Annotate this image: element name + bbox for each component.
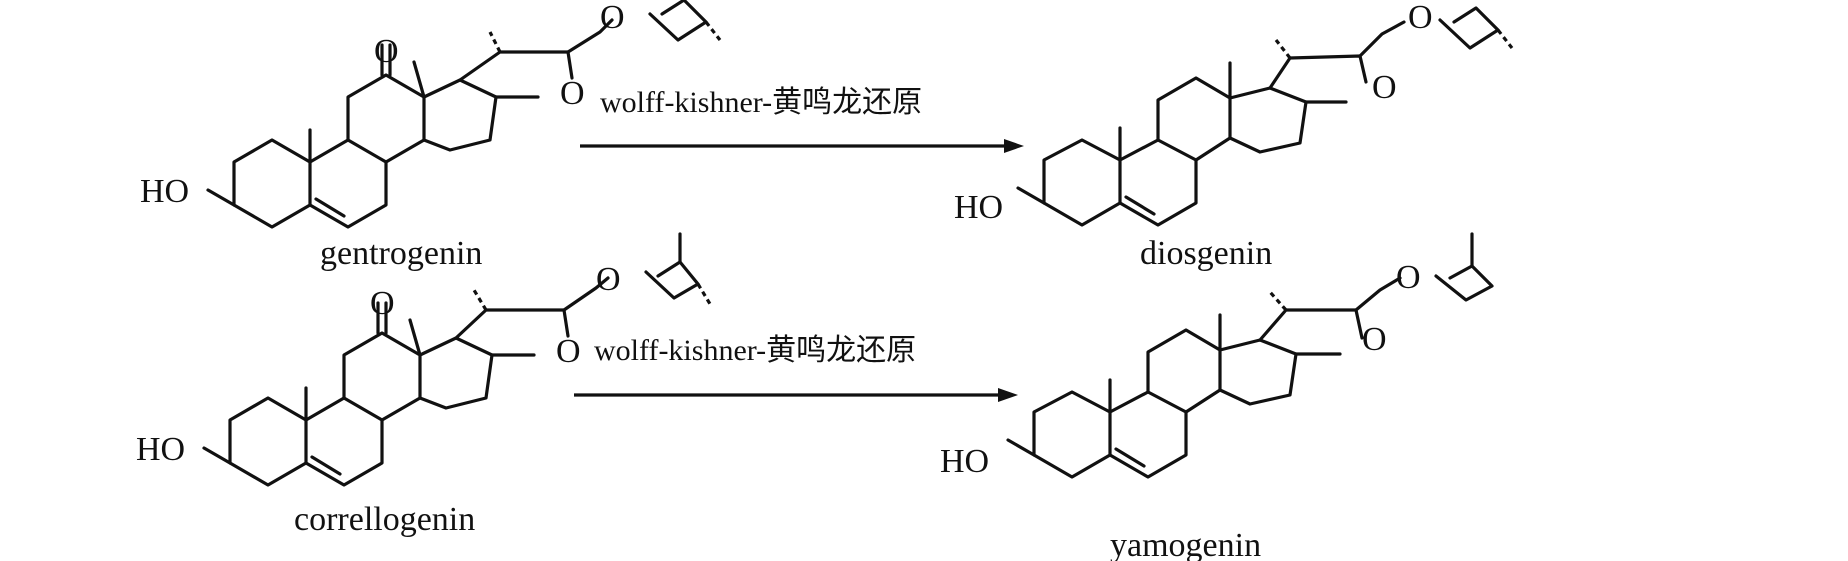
reaction-condition: wolff-kishner-黄鸣龙还原 <box>594 334 916 367</box>
reactant-name: correllogenin <box>294 501 475 538</box>
ring-oxygen-label: O <box>1396 259 1421 296</box>
hydroxyl-label: HO <box>140 173 189 210</box>
product-diosgenin-structure <box>1016 6 1514 227</box>
product-name: yamogenin <box>1110 527 1261 561</box>
hydroxyl-label: HO <box>136 431 185 468</box>
ring-oxygen-label: O <box>1408 0 1433 36</box>
ring-oxygen-label: O <box>560 75 585 112</box>
product-name: diosgenin <box>1140 235 1272 272</box>
ring-oxygen-label: O <box>596 261 621 298</box>
ketone-oxygen-label: O <box>374 33 399 70</box>
reactant-gentrogenin-structure <box>206 0 722 229</box>
reaction-condition: wolff-kishner-黄鸣龙还原 <box>600 86 922 119</box>
ring-oxygen-label: O <box>1372 69 1397 106</box>
reactant-correllogenin-structure <box>202 232 712 487</box>
hydroxyl-label: HO <box>940 443 989 480</box>
ketone-oxygen-label: O <box>370 285 395 322</box>
hydroxyl-label: HO <box>954 189 1003 226</box>
product-yamogenin-structure <box>1006 232 1494 479</box>
ring-oxygen-label: O <box>556 333 581 370</box>
reactant-name: gentrogenin <box>320 235 482 272</box>
arrow-head <box>998 388 1018 402</box>
ring-oxygen-label: O <box>600 0 625 36</box>
arrow-head <box>1004 139 1024 153</box>
ring-oxygen-label: O <box>1362 321 1387 358</box>
